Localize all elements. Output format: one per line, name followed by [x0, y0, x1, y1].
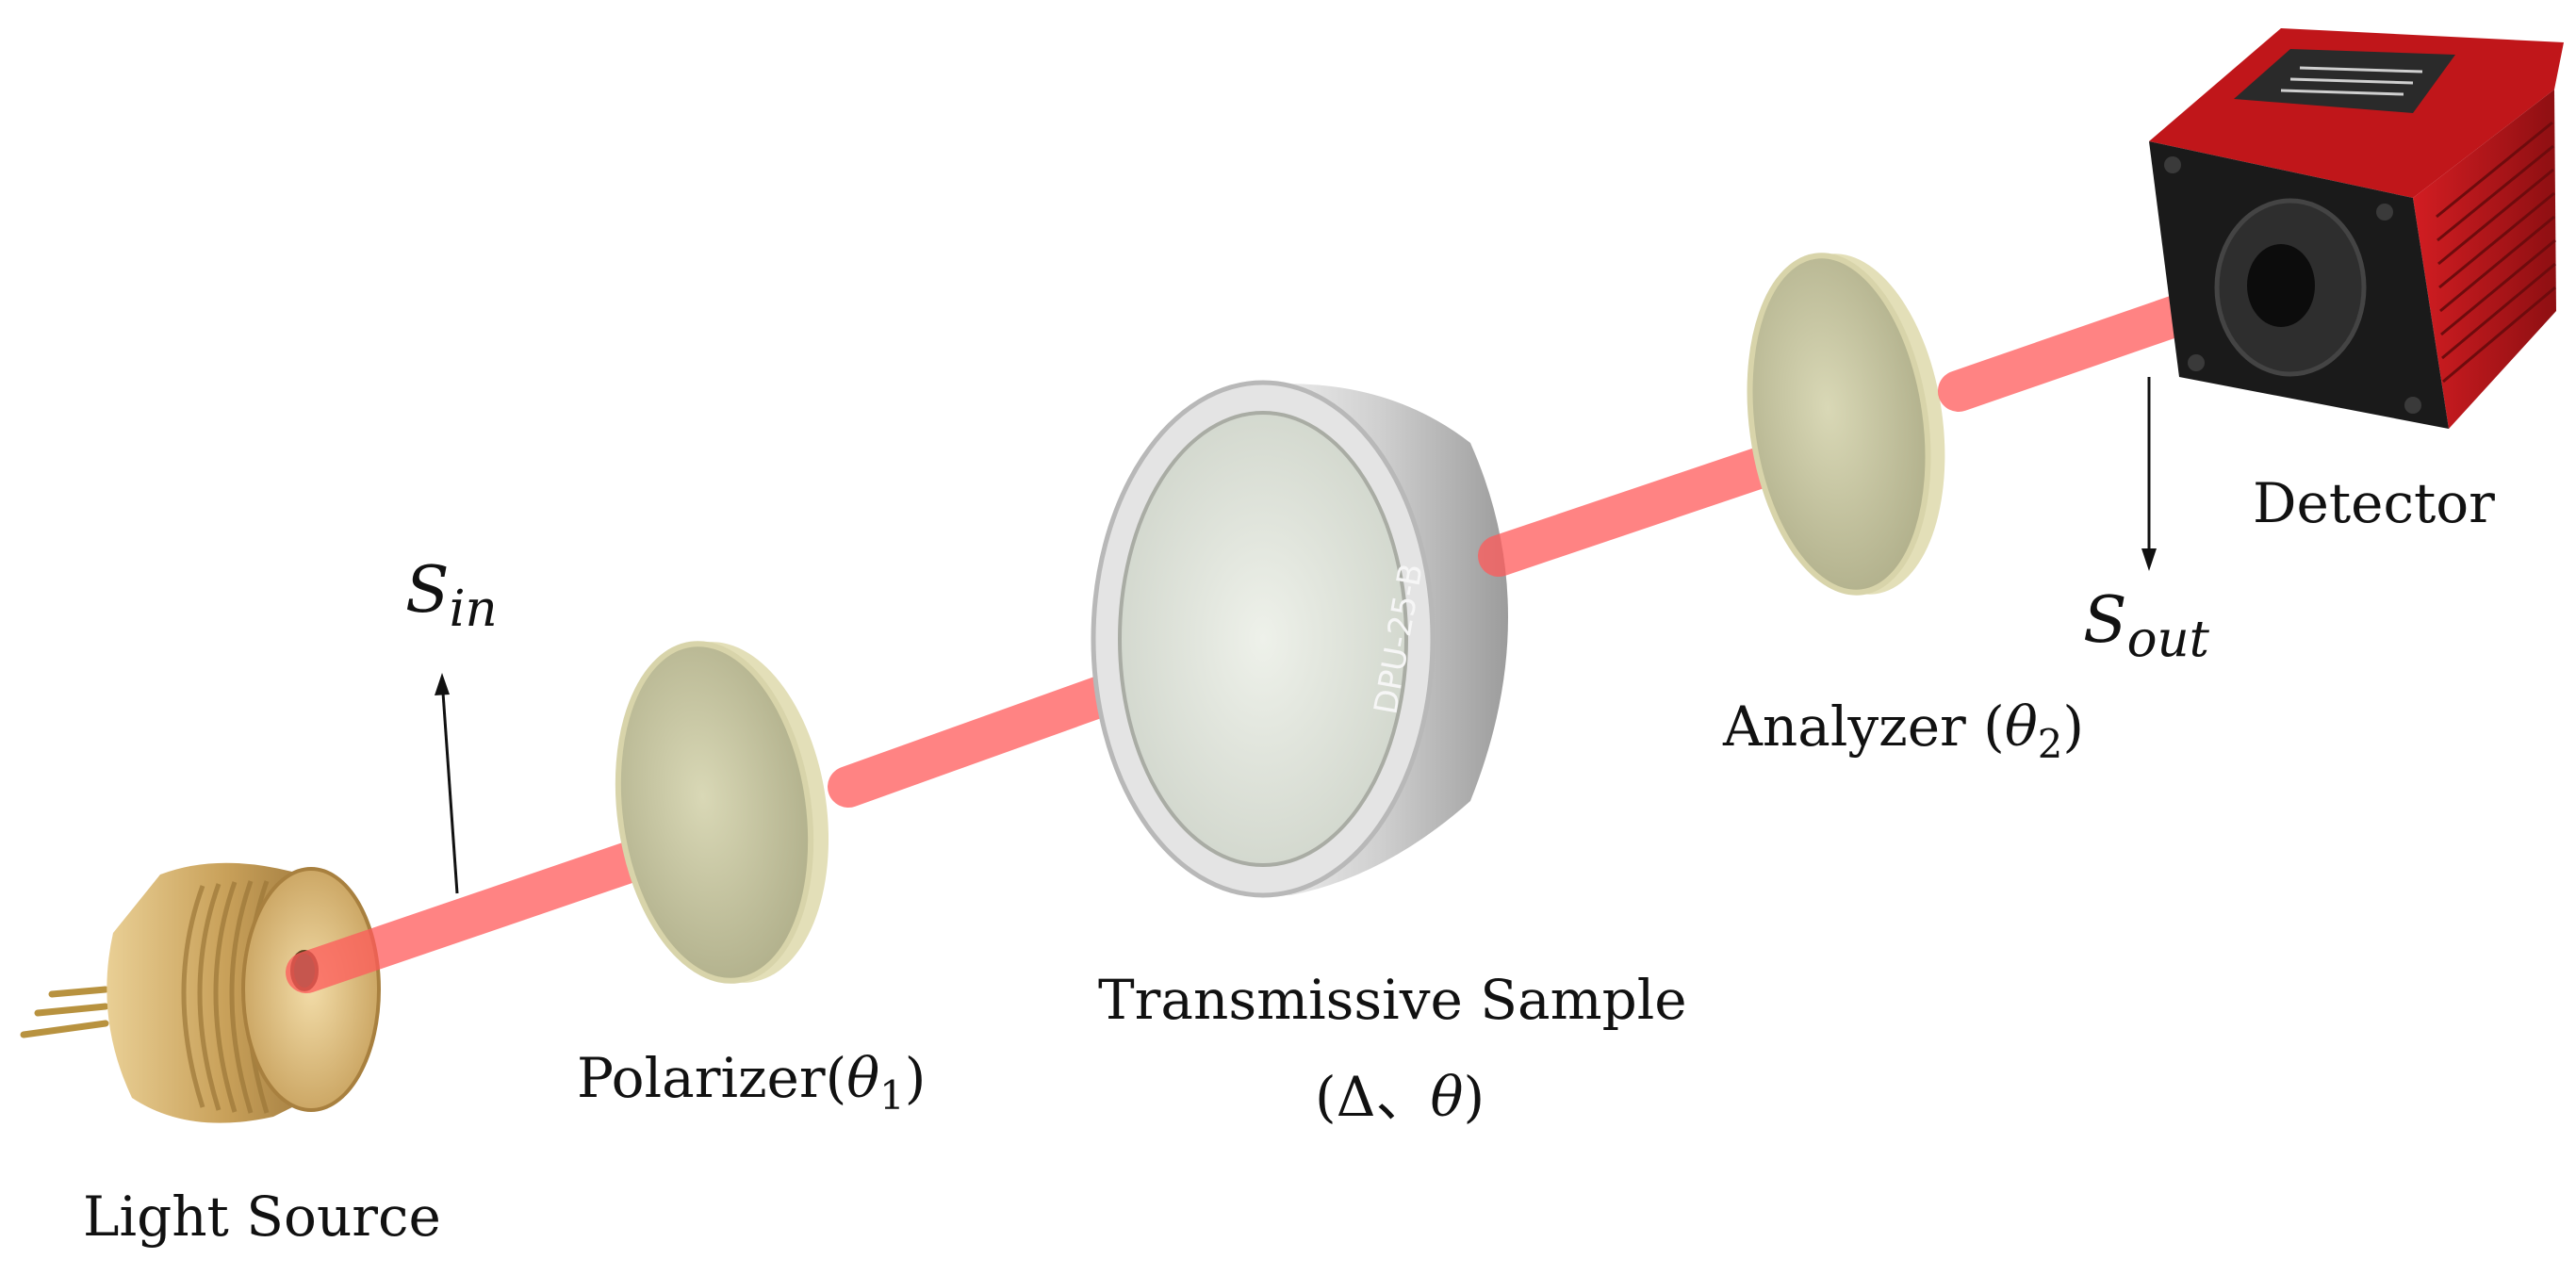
- polarizer-optic: [615, 641, 829, 984]
- polarizer-close: ): [904, 1046, 927, 1110]
- transmissive-sample: DPU-25-B: [1091, 380, 1508, 898]
- light-source-pins: [20, 986, 109, 1038]
- s-out-arrow: [2141, 377, 2157, 571]
- detector: [2149, 28, 2564, 429]
- polarizer-text: Polarizer(: [577, 1046, 847, 1110]
- analyzer-subscript: 2: [2037, 720, 2063, 767]
- polarizer-theta: θ: [846, 1046, 880, 1110]
- label-sample-line2: (Δ、θ): [1315, 1070, 1485, 1124]
- s-in-symbol: S: [405, 553, 450, 628]
- label-polarizer: Polarizer(θ1): [577, 1051, 926, 1115]
- analyzer-theta: θ: [2004, 695, 2038, 759]
- detector-port-inner: [2247, 244, 2315, 327]
- light-source: [20, 862, 381, 1123]
- s-in-arrow: [435, 673, 459, 894]
- label-light-source: Light Source: [83, 1185, 441, 1249]
- s-out-symbol: S: [2083, 583, 2127, 658]
- sample-glass: [1118, 411, 1408, 867]
- detector-screws: [2164, 156, 2421, 414]
- detector-sticker-lines: [2280, 66, 2423, 96]
- label-detector: Detector: [2253, 471, 2495, 535]
- label-analyzer: Analyzer (θ2): [1723, 699, 2084, 763]
- label-s-in: Sin: [405, 559, 498, 634]
- label-sample-line1: Transmissive Sample: [1098, 968, 1687, 1032]
- s-out-subscript: out: [2126, 609, 2209, 668]
- s-in-subscript: in: [449, 579, 498, 638]
- sample-theta: θ: [1430, 1065, 1464, 1129]
- polarizer-subscript: 1: [879, 1071, 905, 1119]
- analyzer-text: Analyzer (: [1723, 695, 2005, 759]
- analyzer-close: ): [2062, 695, 2084, 759]
- detector-top: [2149, 28, 2564, 198]
- sample-open: (Δ、: [1315, 1065, 1431, 1129]
- sample-close: ): [1463, 1065, 1485, 1129]
- analyzer-optic: [1747, 253, 1945, 596]
- label-s-out: Sout: [2083, 589, 2209, 664]
- detector-fins: [2436, 121, 2556, 384]
